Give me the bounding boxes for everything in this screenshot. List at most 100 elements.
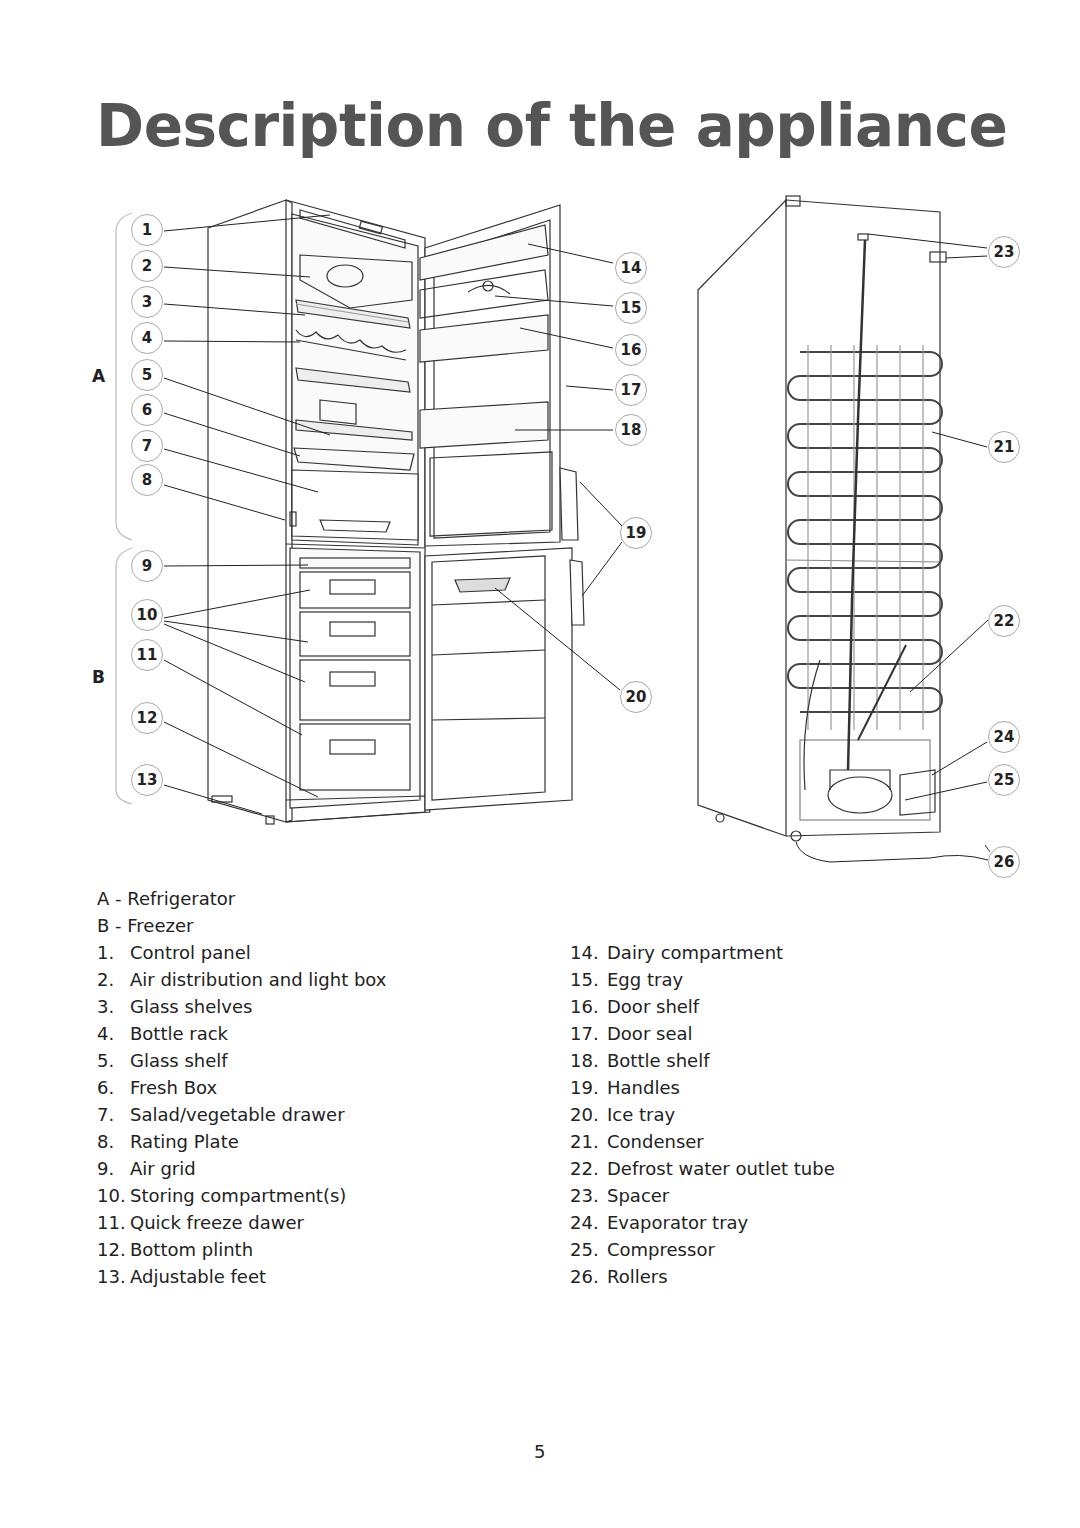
callout-number: 5	[142, 366, 152, 384]
callout-circle: 21	[988, 431, 1020, 463]
part-name: Defrost water outlet tube	[607, 1158, 835, 1180]
part-name: Glass shelves	[130, 996, 252, 1018]
callout-circle: 16	[615, 334, 647, 366]
legend-heading: B - Freezer	[97, 915, 193, 937]
page-title: Description of the appliance	[96, 92, 1007, 160]
part-name: Quick freeze dawer	[130, 1212, 304, 1234]
list-number: 21.	[570, 1131, 599, 1153]
callout-number: 15	[621, 299, 642, 317]
callout-number: 14	[621, 259, 642, 277]
callout-circle: 3	[131, 286, 163, 318]
callout-number: 21	[994, 438, 1015, 456]
coil-wire	[922, 345, 923, 730]
part-name: Condenser	[607, 1131, 704, 1153]
section-letter: A	[92, 365, 105, 387]
callout-number: 19	[626, 524, 647, 542]
part-name: Air distribution and light box	[130, 969, 386, 991]
part-name: Control panel	[130, 942, 251, 964]
coil-wire	[807, 345, 808, 730]
list-number: 6.	[97, 1077, 114, 1099]
callout-circle: 11	[131, 639, 163, 671]
group-brackets	[116, 213, 132, 804]
list-number: 5.	[97, 1050, 114, 1072]
callout-circle: 26	[988, 846, 1020, 878]
callout-number: 18	[621, 421, 642, 439]
part-name: Dairy compartment	[607, 942, 783, 964]
callout-number: 20	[626, 688, 647, 706]
list-number: 14.	[570, 942, 599, 964]
callout-circle: 13	[131, 764, 163, 796]
part-name: Door seal	[607, 1023, 693, 1045]
part-name: Door shelf	[607, 996, 699, 1018]
coil-wire	[899, 345, 900, 730]
callout-circle: 22	[988, 605, 1020, 637]
part-name: Air grid	[130, 1158, 196, 1180]
callout-circle: 7	[131, 430, 163, 462]
list-number: 15.	[570, 969, 599, 991]
coil-wire	[830, 345, 831, 730]
list-number: 24.	[570, 1212, 599, 1234]
callout-number: 4	[142, 329, 152, 347]
callout-circle: 12	[131, 702, 163, 734]
list-number: 4.	[97, 1023, 114, 1045]
callout-circle: 1	[131, 214, 163, 246]
list-number: 13.	[97, 1266, 126, 1288]
list-number: 11.	[97, 1212, 126, 1234]
callout-number: 8	[142, 471, 152, 489]
callout-number: 9	[142, 557, 152, 575]
callout-circle: 8	[131, 464, 163, 496]
section-letter: B	[92, 666, 105, 688]
callout-circle: 10	[131, 599, 163, 631]
list-number: 17.	[570, 1023, 599, 1045]
legend-heading: A - Refrigerator	[97, 888, 235, 910]
part-name: Fresh Box	[130, 1077, 217, 1099]
part-name: Salad/vegetable drawer	[130, 1104, 345, 1126]
callout-number: 26	[994, 853, 1015, 871]
callout-number: 3	[142, 293, 152, 311]
list-number: 18.	[570, 1050, 599, 1072]
part-name: Adjustable feet	[130, 1266, 266, 1288]
list-number: 2.	[97, 969, 114, 991]
callout-circle: 14	[615, 252, 647, 284]
part-name: Bottle rack	[130, 1023, 228, 1045]
callout-circle: 2	[131, 250, 163, 282]
callout-circle: 4	[131, 322, 163, 354]
part-name: Rating Plate	[130, 1131, 239, 1153]
list-number: 12.	[97, 1239, 126, 1261]
callout-circle: 23	[988, 236, 1020, 268]
callout-number: 24	[994, 728, 1015, 746]
callout-circle: 24	[988, 721, 1020, 753]
condenser-coil	[788, 352, 942, 712]
list-number: 23.	[570, 1185, 599, 1207]
list-number: 9.	[97, 1158, 114, 1180]
callout-circle: 18	[615, 414, 647, 446]
callout-number: 16	[621, 341, 642, 359]
callout-number: 12	[137, 709, 158, 727]
callout-number: 11	[137, 646, 158, 664]
callout-number: 23	[994, 243, 1015, 261]
callout-circle: 25	[988, 764, 1020, 796]
front-view	[208, 200, 584, 824]
bracket-a	[116, 213, 132, 540]
part-name: Ice tray	[607, 1104, 675, 1126]
part-name: Evaporator tray	[607, 1212, 748, 1234]
callout-number: 22	[994, 612, 1015, 630]
list-number: 7.	[97, 1104, 114, 1126]
part-name: Egg tray	[607, 969, 683, 991]
callout-circle: 20	[620, 681, 652, 713]
callout-circle: 5	[131, 359, 163, 391]
list-number: 20.	[570, 1104, 599, 1126]
list-number: 16.	[570, 996, 599, 1018]
list-number: 8.	[97, 1131, 114, 1153]
callout-number: 6	[142, 401, 152, 419]
back-view	[698, 196, 946, 841]
list-number: 26.	[570, 1266, 599, 1288]
bracket-b	[116, 548, 132, 804]
callout-number: 7	[142, 437, 152, 455]
callout-number: 13	[137, 771, 158, 789]
callout-number: 17	[621, 381, 642, 399]
list-number: 10.	[97, 1185, 126, 1207]
callout-number: 2	[142, 257, 152, 275]
list-number: 22.	[570, 1158, 599, 1180]
coil-wire	[876, 345, 877, 730]
